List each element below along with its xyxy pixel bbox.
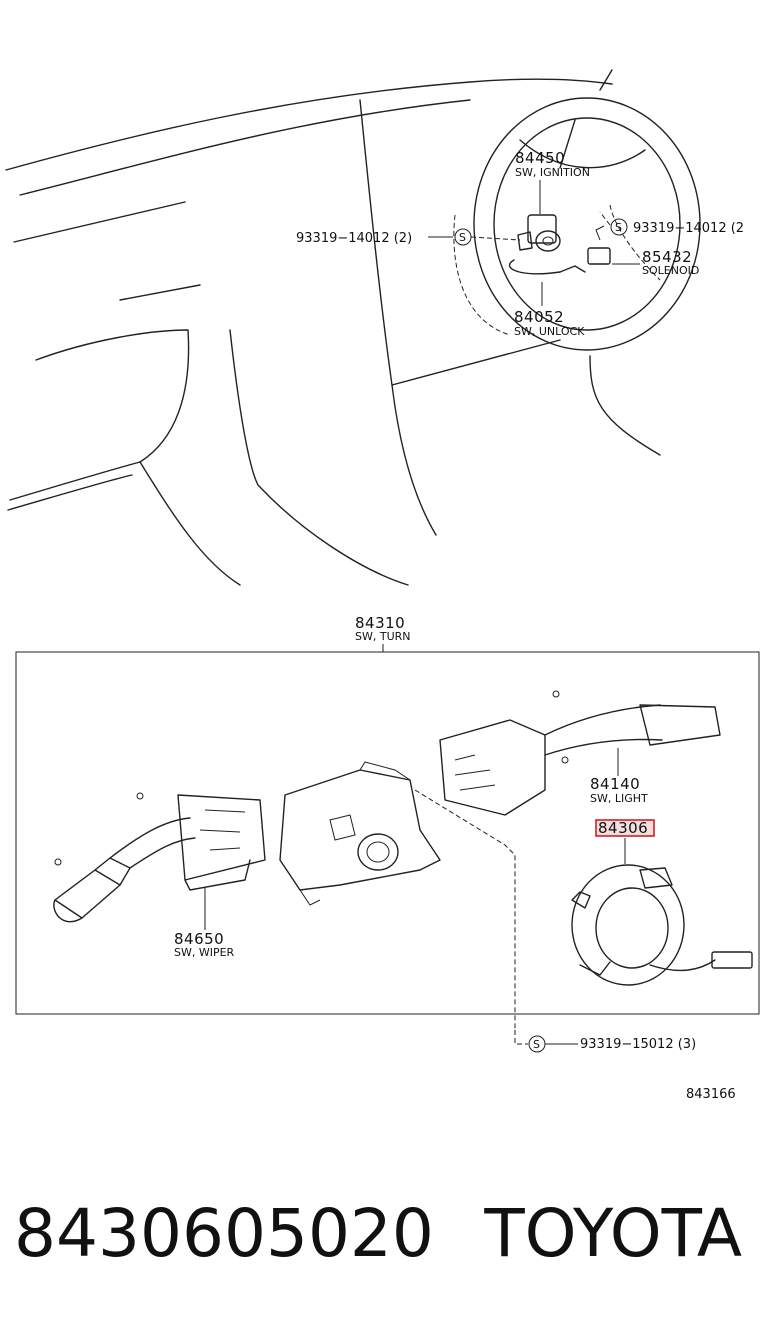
svg-text:85432: 85432 [642,248,692,266]
spiral-cable-label: 84306 [595,819,655,864]
svg-text:SOLENOID: SOLENOID [642,264,699,277]
svg-text:SW, IGNITION: SW, IGNITION [515,166,590,179]
svg-text:93319−15012 (3): 93319−15012 (3) [580,1037,696,1052]
caption-bar: 8430605020 TOYOTA [0,1188,760,1278]
label-wiper: 84650 SW, WIPER [174,930,235,959]
switch-body-drawing [279,761,441,906]
figure-code: 843166 [686,1087,736,1102]
svg-text:SW, UNLOCK: SW, UNLOCK [514,325,585,338]
svg-text:84650: 84650 [174,930,224,948]
label-light: 84140 SW, LIGHT [590,775,648,805]
wiper-switch-drawing [53,792,266,930]
spiral-cable-drawing [571,864,753,986]
svg-text:SW, TURN: SW, TURN [355,630,411,643]
svg-text:SW, LIGHT: SW, LIGHT [590,792,648,805]
light-switch-drawing [414,690,721,1030]
label-solenoid: 85432 SOLENOID [612,248,699,277]
svg-text:84450: 84450 [515,149,565,167]
screw-callout-right: S 93319−14012 (2 [599,211,744,236]
screw-callout-bottom: S 93319−15012 (3) [514,1030,696,1053]
svg-text:84306: 84306 [598,819,648,837]
svg-text:S: S [459,231,466,244]
svg-text:S: S [533,1038,540,1051]
caption-brand: TOYOTA [484,1194,742,1272]
svg-text:93319−14012 (2): 93319−14012 (2) [296,231,412,246]
svg-text:S: S [615,221,622,234]
label-unlock: 84052 SW, UNLOCK [514,282,585,338]
dashboard-outline [5,69,661,586]
label-ignition: 84450 SW, IGNITION [515,149,590,214]
svg-text:84052: 84052 [514,308,564,326]
caption-part-number: 8430605020 [14,1194,434,1272]
steering-wheel [453,97,701,351]
highlight-box [595,819,655,837]
svg-text:SW, WIPER: SW, WIPER [174,946,235,959]
assembly-label-turn: 84310 SW, TURN [355,614,411,652]
svg-text:84310: 84310 [355,614,405,632]
svg-text:93319−14012 (2: 93319−14012 (2 [633,221,744,236]
assembly-frame [15,651,760,1015]
screw-callout-left: 93319−14012 (2) S [296,228,521,246]
svg-text:84140: 84140 [590,775,640,793]
ignition-switch-drawing [508,214,611,275]
